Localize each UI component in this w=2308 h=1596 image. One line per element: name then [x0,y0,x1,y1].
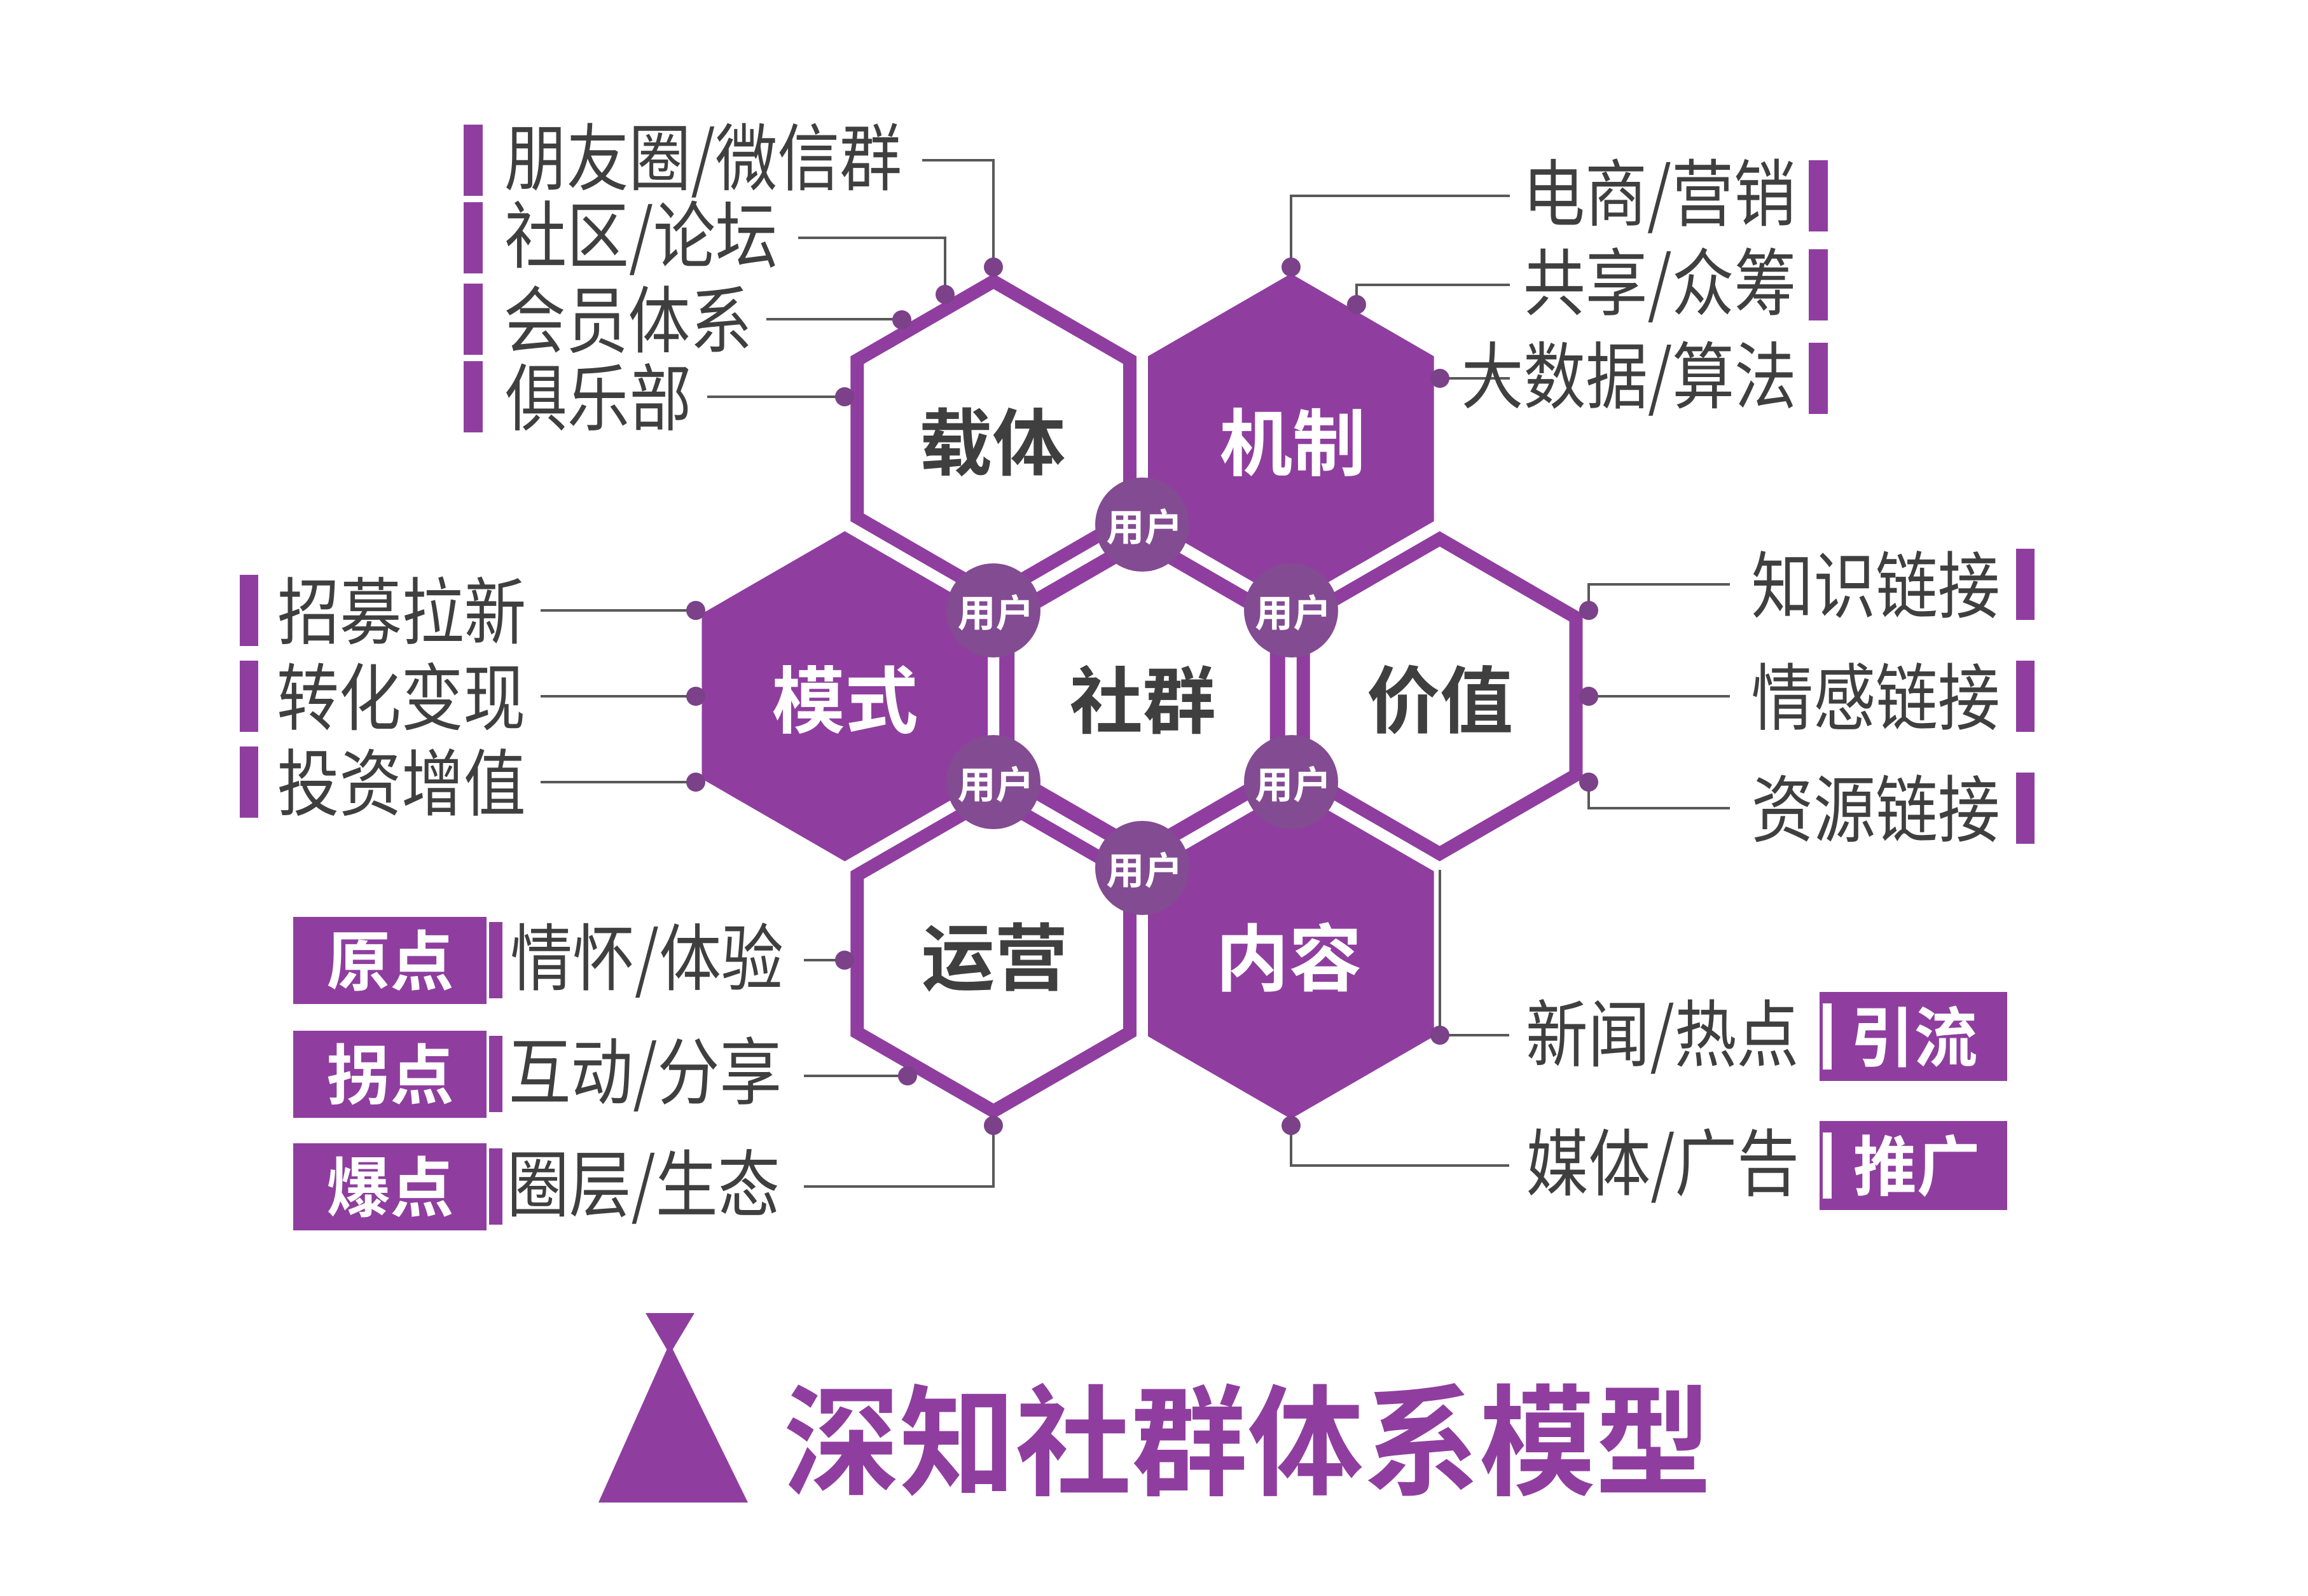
label-bar [464,361,483,432]
content-channel-tag-glyphs-0 [1855,1005,1977,1068]
connector-dot-value-2 [1579,687,1598,706]
label-bar [240,746,258,818]
label-bar [464,202,483,273]
user-circle-bottom [1095,821,1189,915]
content-channel-tag-glyphs-1 [1854,1134,1977,1197]
connector-dot-value-1 [1579,601,1598,620]
operation-stage-label-glyphs-1 [511,1036,779,1111]
connector-dot-content-1 [1430,1026,1449,1045]
hexagon-carrier-inner [864,289,1123,589]
label-bar [489,1036,502,1112]
mechanism-link-glyphs-2 [1463,341,1793,416]
user-circle-upper-right [1244,563,1338,657]
channel-tag-bar [1823,1003,1832,1070]
operation-stage-label-glyphs-2 [512,1149,778,1224]
hexagon-title-glyphs-mechanism [1220,408,1362,477]
label-bar [1809,160,1828,231]
operation-stage-label-glyphs-0 [512,922,782,998]
mechanism-link-glyphs-1 [1526,247,1793,322]
hexagon-model [701,531,988,862]
content-channel-label-glyphs-0 [1528,999,1796,1074]
connector-dot-content-2 [1282,1116,1301,1135]
model-link-glyphs-1 [279,662,523,731]
stage-tag-box: 原点 [293,917,487,1004]
hexagon-content [1148,788,1434,1119]
connector-dot-model-3 [686,773,705,792]
carrier-link-glyphs-2 [506,285,749,354]
footer-title-glyphs [787,1382,1706,1497]
connector-operation-3 [804,1125,995,1188]
mechanism-link-glyphs-0 [1530,158,1793,233]
connector-carrier-1 [922,159,995,267]
label-bar [240,575,258,646]
hexagon-title-glyphs-operation [923,922,1064,992]
connector-mechanism-2 [1355,284,1510,305]
connector-dot-operation-3 [984,1116,1003,1135]
stage-tag-box: 拐点 [293,1031,487,1118]
carrier-link-glyphs-1 [506,200,775,275]
connector-dot-operation-2 [898,1066,917,1085]
label-bar [2016,773,2035,844]
label-bar [240,661,258,732]
label-bar [464,125,483,196]
user-circle-lower-right [1244,735,1338,829]
logo-triangle-bottom [598,1343,748,1503]
connector-mechanism-1 [1290,195,1510,267]
hexagon-title-glyphs-model [773,664,916,734]
stage-tag-box: 爆点 [293,1143,487,1230]
label-bar [489,922,502,998]
hexagon-operation-inner [864,804,1123,1104]
hexagon-mechanism [1148,273,1434,604]
label-bar [2016,549,2035,620]
hexagon-title-glyphs-carrier [922,407,1065,477]
channel-tag-bar [1823,1132,1832,1199]
carrier-link-glyphs-0 [506,123,900,198]
hexagon-community-inner [1014,549,1270,844]
user-circle-lower-left [946,735,1040,829]
value-link-glyphs-0 [1753,550,1998,619]
connector-dot-mechanism-1 [1282,258,1301,277]
operation-stage-tag-glyphs-0 [328,929,452,991]
connector-dot-carrier-2 [936,285,955,304]
value-link-glyphs-1 [1753,662,1998,731]
operation-stage-tag-glyphs-2 [328,1155,452,1218]
connector-carrier-2 [798,237,946,294]
connector-content-1 [1439,870,1509,1036]
connector-dot-operation-1 [835,951,854,970]
model-link-glyphs-2 [279,748,523,816]
connector-content-2 [1290,1125,1509,1167]
logo-triangle-top [646,1313,694,1354]
hexagon-value-inner [1309,546,1570,846]
operation-stage-tag-glyphs-1 [328,1043,452,1105]
connector-dot-mechanism-3 [1430,369,1449,388]
hexagon-title-glyphs-community [1070,664,1214,734]
label-bar [489,1148,502,1225]
hexagon-title-glyphs-value [1368,664,1511,734]
connector-value-1 [1587,583,1730,610]
connector-dot-value-3 [1579,773,1598,792]
connector-dot-carrier-1 [984,258,1003,277]
connector-dot-mechanism-2 [1347,295,1366,314]
connector-dot-model-1 [686,601,705,620]
connector-dot-carrier-4 [835,387,854,406]
user-circle-top [1095,478,1189,572]
label-bar [464,284,483,355]
user-circle-upper-left [946,563,1040,657]
hexagon-title-glyphs-content [1222,922,1360,992]
carrier-link-glyphs-3 [506,362,689,431]
value-link-glyphs-2 [1754,774,1998,843]
model-link-glyphs-0 [279,576,524,645]
connector-dot-carrier-3 [892,310,911,329]
label-bar [1809,249,1828,320]
content-channel-label-glyphs-1 [1528,1128,1796,1203]
label-bar [1809,343,1828,414]
label-bar [2016,661,2035,732]
connector-dot-model-2 [686,687,705,706]
channel-tag-box: 推广 [1820,1121,2007,1210]
connector-value-3 [1587,782,1730,809]
channel-tag-box: 引流 [1820,992,2007,1081]
